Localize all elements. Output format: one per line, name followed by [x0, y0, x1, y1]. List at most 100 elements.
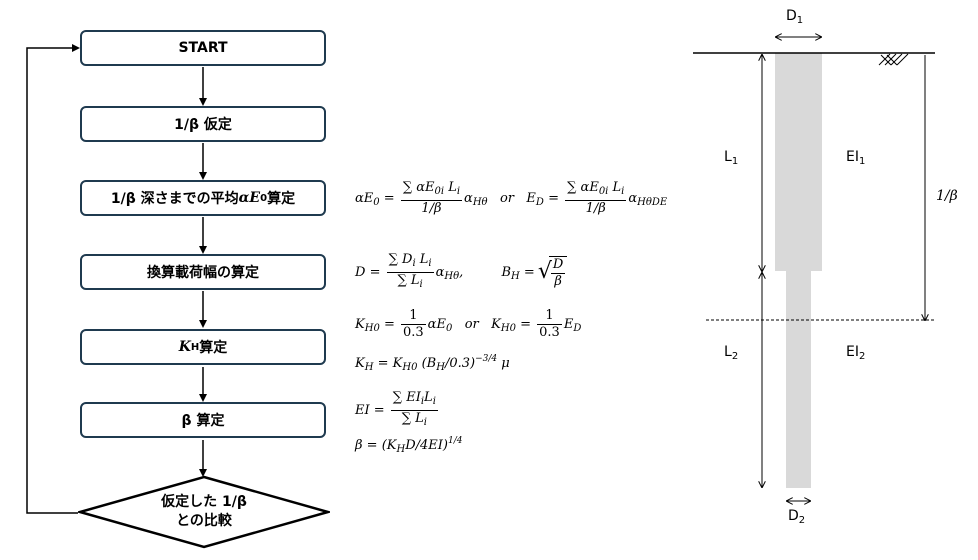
eq6-exp: 1/4	[448, 436, 463, 446]
eq1-num: ∑ αE	[402, 180, 435, 195]
eq1-num-sub2: i	[456, 186, 461, 197]
eq4-exp: −3/4	[475, 354, 498, 364]
flow-step-average-ae0-label-d: 算定	[267, 191, 296, 207]
eq5-num-b: L	[424, 390, 433, 405]
label-l2-text: L	[724, 344, 732, 360]
label-ei1: EI1	[846, 149, 865, 167]
eq5-den: ∑ L	[401, 411, 424, 426]
eq1-lhs: αE	[355, 191, 374, 206]
eq2-sqrt-num: D	[550, 256, 566, 274]
eq2-den: ∑ L	[397, 273, 420, 288]
flow-step-assume-beta: 1/β 仮定	[80, 106, 326, 142]
label-d2: D2	[788, 508, 805, 526]
eq3-equals2: =	[515, 317, 536, 332]
eq5-num: ∑ EI	[392, 390, 421, 405]
eq1-tail: α	[464, 191, 473, 206]
eq1-equals2: =	[543, 191, 564, 206]
eq5-num-sub: i	[420, 396, 425, 407]
flow-step-average-ae0-symbol: αE	[238, 190, 261, 206]
flow-decision-line2: との比較	[176, 513, 232, 529]
eq2-den-sub: i	[419, 279, 423, 290]
eq1-tail2-sub2: E	[659, 197, 668, 208]
eq3-lhs2: K	[491, 317, 501, 332]
label-ei1-sub: 1	[858, 156, 866, 167]
label-l1-text: L	[724, 149, 732, 165]
eq2-tail-sub: Hθ	[444, 271, 460, 282]
eq3-num: 1	[400, 308, 426, 325]
ground-hatch-icon	[878, 53, 909, 66]
eq3-lhs: K	[355, 317, 365, 332]
eq5-frac: ∑ EIiLi∑ Li	[390, 390, 438, 431]
label-d1-sub: 1	[796, 15, 804, 26]
eq2-tail: α	[435, 265, 445, 280]
loop-back-arrow	[26, 44, 80, 514]
eq1-num-b: L	[444, 180, 457, 195]
eq1-lhs2-sub: D	[535, 197, 544, 208]
flow-step-load-width-label: 換算載荷幅の算定	[147, 265, 259, 281]
eq4-paren: (B	[417, 356, 437, 371]
label-depth-beta: 1/β	[936, 188, 958, 204]
eq1-den: 1/β	[421, 201, 442, 216]
eq1-num2: ∑ αE	[567, 180, 599, 195]
eq1-num-sub: 0i	[434, 186, 445, 197]
eq3-lhs-sub: H0	[364, 323, 380, 334]
eq1-lhs2: E	[526, 191, 536, 206]
flow-decision-line1: 仮定した 1/β	[161, 494, 247, 510]
pile-lower-section	[786, 271, 811, 488]
equation-beta: β = (KHD/4EI)1/4	[355, 432, 462, 459]
eq3-den2: 0.3	[539, 325, 560, 340]
eq5-equals: =	[369, 403, 389, 418]
eq4-lhs-sub: H	[364, 362, 374, 373]
eq4-mid: K	[392, 356, 403, 371]
eq4-tail: μ	[497, 356, 510, 371]
label-ei2: EI2	[846, 344, 865, 362]
flow-step-kh-sub: H	[190, 341, 200, 353]
eq6-rhs: (K	[381, 438, 397, 453]
eq2-equals: =	[365, 265, 385, 280]
eq5-lhs: EI	[355, 403, 370, 418]
eq1-tail-sub: Hθ	[472, 197, 488, 208]
eq2-num-sub2: i	[428, 258, 432, 269]
eq3-tail2-sub: D	[573, 323, 582, 334]
flow-step-average-ae0-sub: 0	[260, 192, 268, 204]
flow-step-beta: β 算定	[80, 402, 326, 438]
eq1-lhs-sub: 0	[373, 197, 380, 208]
eq1-equals: =	[379, 191, 399, 206]
eq3-or: or	[452, 317, 492, 332]
label-d1: D1	[786, 8, 803, 26]
label-ei2-sub: 2	[858, 351, 866, 362]
eq1-den2: 1/β	[585, 201, 606, 216]
eq4-paren-sub: H	[436, 362, 445, 373]
flow-step-kh-symbol: K	[178, 339, 191, 355]
label-l1-sub: 1	[731, 156, 739, 167]
eq1-tail2: α	[628, 191, 638, 206]
eq2-lhs2-sub: H	[511, 271, 520, 282]
eq2-num: ∑ D	[388, 252, 413, 267]
eq3-tail-sub: 0	[445, 323, 453, 334]
pile-upper-section	[775, 53, 822, 271]
label-l2: L2	[724, 344, 738, 362]
eq2-num-b: L	[415, 252, 429, 267]
label-ei1-text: EI	[846, 149, 859, 165]
label-ei2-text: EI	[846, 344, 859, 360]
eq1-num2-b: L	[608, 180, 622, 195]
eq6-rhs-b: D/4EI)	[405, 438, 448, 453]
eq2-equals2: =	[519, 265, 539, 280]
eq1-frac: ∑ αE0i Li 1/β	[400, 180, 463, 217]
eq6-lhs: β	[355, 438, 363, 453]
eq5-num-sub2: i	[432, 396, 436, 407]
eq3-tail: αE	[427, 317, 446, 332]
eq3-equals: =	[379, 317, 399, 332]
flow-step-load-width: 換算載荷幅の算定	[80, 254, 326, 290]
eq1-or: or	[487, 191, 527, 206]
eq6-rhs-sub: H	[396, 444, 406, 455]
